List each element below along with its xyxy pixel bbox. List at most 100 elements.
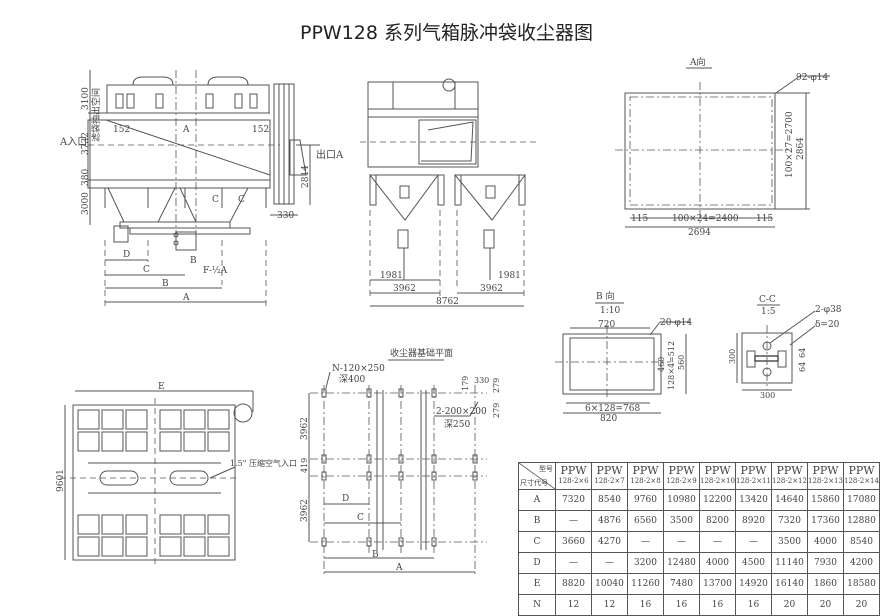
foundation-pit-depth: 深400 [339,374,365,385]
model-name: PPW [560,464,587,477]
dim-1981-right: 1981 [498,271,521,281]
plan-air-inlet: 1.5" 压缩空气入口 [230,458,297,468]
foundation-pit [398,537,404,547]
table-cell: — [735,531,772,553]
corner-dim-label: 尺寸代号 [520,479,548,487]
dim-152-left: 152 [113,125,130,135]
view-a-dim-115-right: 115 [756,214,773,224]
foundation-dim-a: A [395,563,403,573]
cc-holes: 2-φ38 [815,305,842,315]
table-cell: 4000 [807,531,844,553]
table-cell: 8920 [735,510,772,532]
foundation-pit [321,471,327,481]
filter-cell [125,514,148,535]
filter-cell [159,536,182,557]
table-cell: 16140 [771,573,808,595]
view-b-dim-768: 6×128=768 [585,404,640,414]
model-name: PPW [740,464,767,477]
table-cell: 12200 [699,489,736,511]
foundation-pit [431,454,437,464]
table-cell: 14920 [735,573,772,595]
table-cell: 16 [735,594,772,616]
table-cell: 8540 [591,489,628,511]
table-cell: 16 [663,594,700,616]
table-corner-cell: 型号 尺寸代号 [518,462,556,490]
table-cell: 12 [555,594,592,616]
table-cell: 12880 [843,510,880,532]
model-name: PPW [632,464,659,477]
table-cell: — [627,531,664,553]
cc-dim-64a: 64 [798,348,807,358]
filter-cell [159,514,182,535]
dim-2814: 2814 [301,165,311,188]
table-cell: 7320 [555,489,592,511]
section-c1: C [212,195,219,205]
foundation-pit-spec: N-120×250 [332,364,385,374]
foundation-pit [366,537,372,547]
foundation-dim-279b: 279 [492,403,501,418]
foundation-pit [321,388,327,398]
table-cell: 8540 [843,531,880,553]
filter-cell [207,536,230,557]
plan-dim-e: E [158,382,165,392]
cc-scale: 1:5 [761,307,776,317]
front-view [87,70,320,310]
plan-view [60,390,254,565]
dim-3962-right: 3962 [480,284,503,294]
filter-cell [101,514,124,535]
filter-cell [125,409,148,430]
label-bag-space: 滤袋抽出空间 [90,88,102,142]
foundation-dim-3962-top: 3962 [300,417,310,440]
foundation-pit [366,454,372,464]
view-b-title: B 向 [596,290,614,302]
table-cell: 11140 [771,552,808,574]
table-cell: 4200 [843,552,880,574]
foundation-pit2-spec: 2-200×200 [436,407,487,417]
table-cell: 9760 [627,489,664,511]
view-b-dim-560: 560 [677,355,686,370]
view-b-dim-820: 820 [600,414,617,424]
foundation-dim-d: D [342,494,349,504]
foundation-pit [398,454,404,464]
filter-cell [77,431,100,452]
table-cell: 3200 [627,552,664,574]
dim-8762: 8762 [436,297,459,307]
view-b-scale: 1:10 [600,306,620,316]
foundation-pit [398,471,404,481]
cc-dim-300-h: 300 [760,391,775,400]
filter-cell [77,409,100,430]
table-cell: 10040 [591,573,628,595]
dim-1981-left: 1981 [380,271,403,281]
model-variant: 128-2×13 [808,477,843,485]
foundation-dim-279a: 279 [492,378,501,393]
dim-a-top: A [182,125,190,135]
cc-dim-64b: 64 [798,362,807,372]
table-cell: 6560 [627,510,664,532]
model-name: PPW [704,464,731,477]
dimension-code: N [518,594,556,616]
table-cell: 3660 [555,531,592,553]
view-b-dim-512: 128×4=512 [667,341,676,390]
cc-title: C-C [759,295,776,305]
model-variant: 128-2×6 [558,477,589,485]
dimension-code: B [518,510,556,532]
view-b-dim-720: 720 [598,320,615,330]
model-name: PPW [812,464,839,477]
filter-cell [77,514,100,535]
dim-3732: 3732 [81,132,91,155]
table-cell: 4000 [699,552,736,574]
foundation-dim-3962-bottom: 3962 [300,499,310,522]
corner-model-label: 型号 [539,465,553,473]
foundation-dim-179: 179 [461,376,470,391]
foundation-pit [398,388,404,398]
view-a-holes: 92-φ14 [796,73,829,83]
